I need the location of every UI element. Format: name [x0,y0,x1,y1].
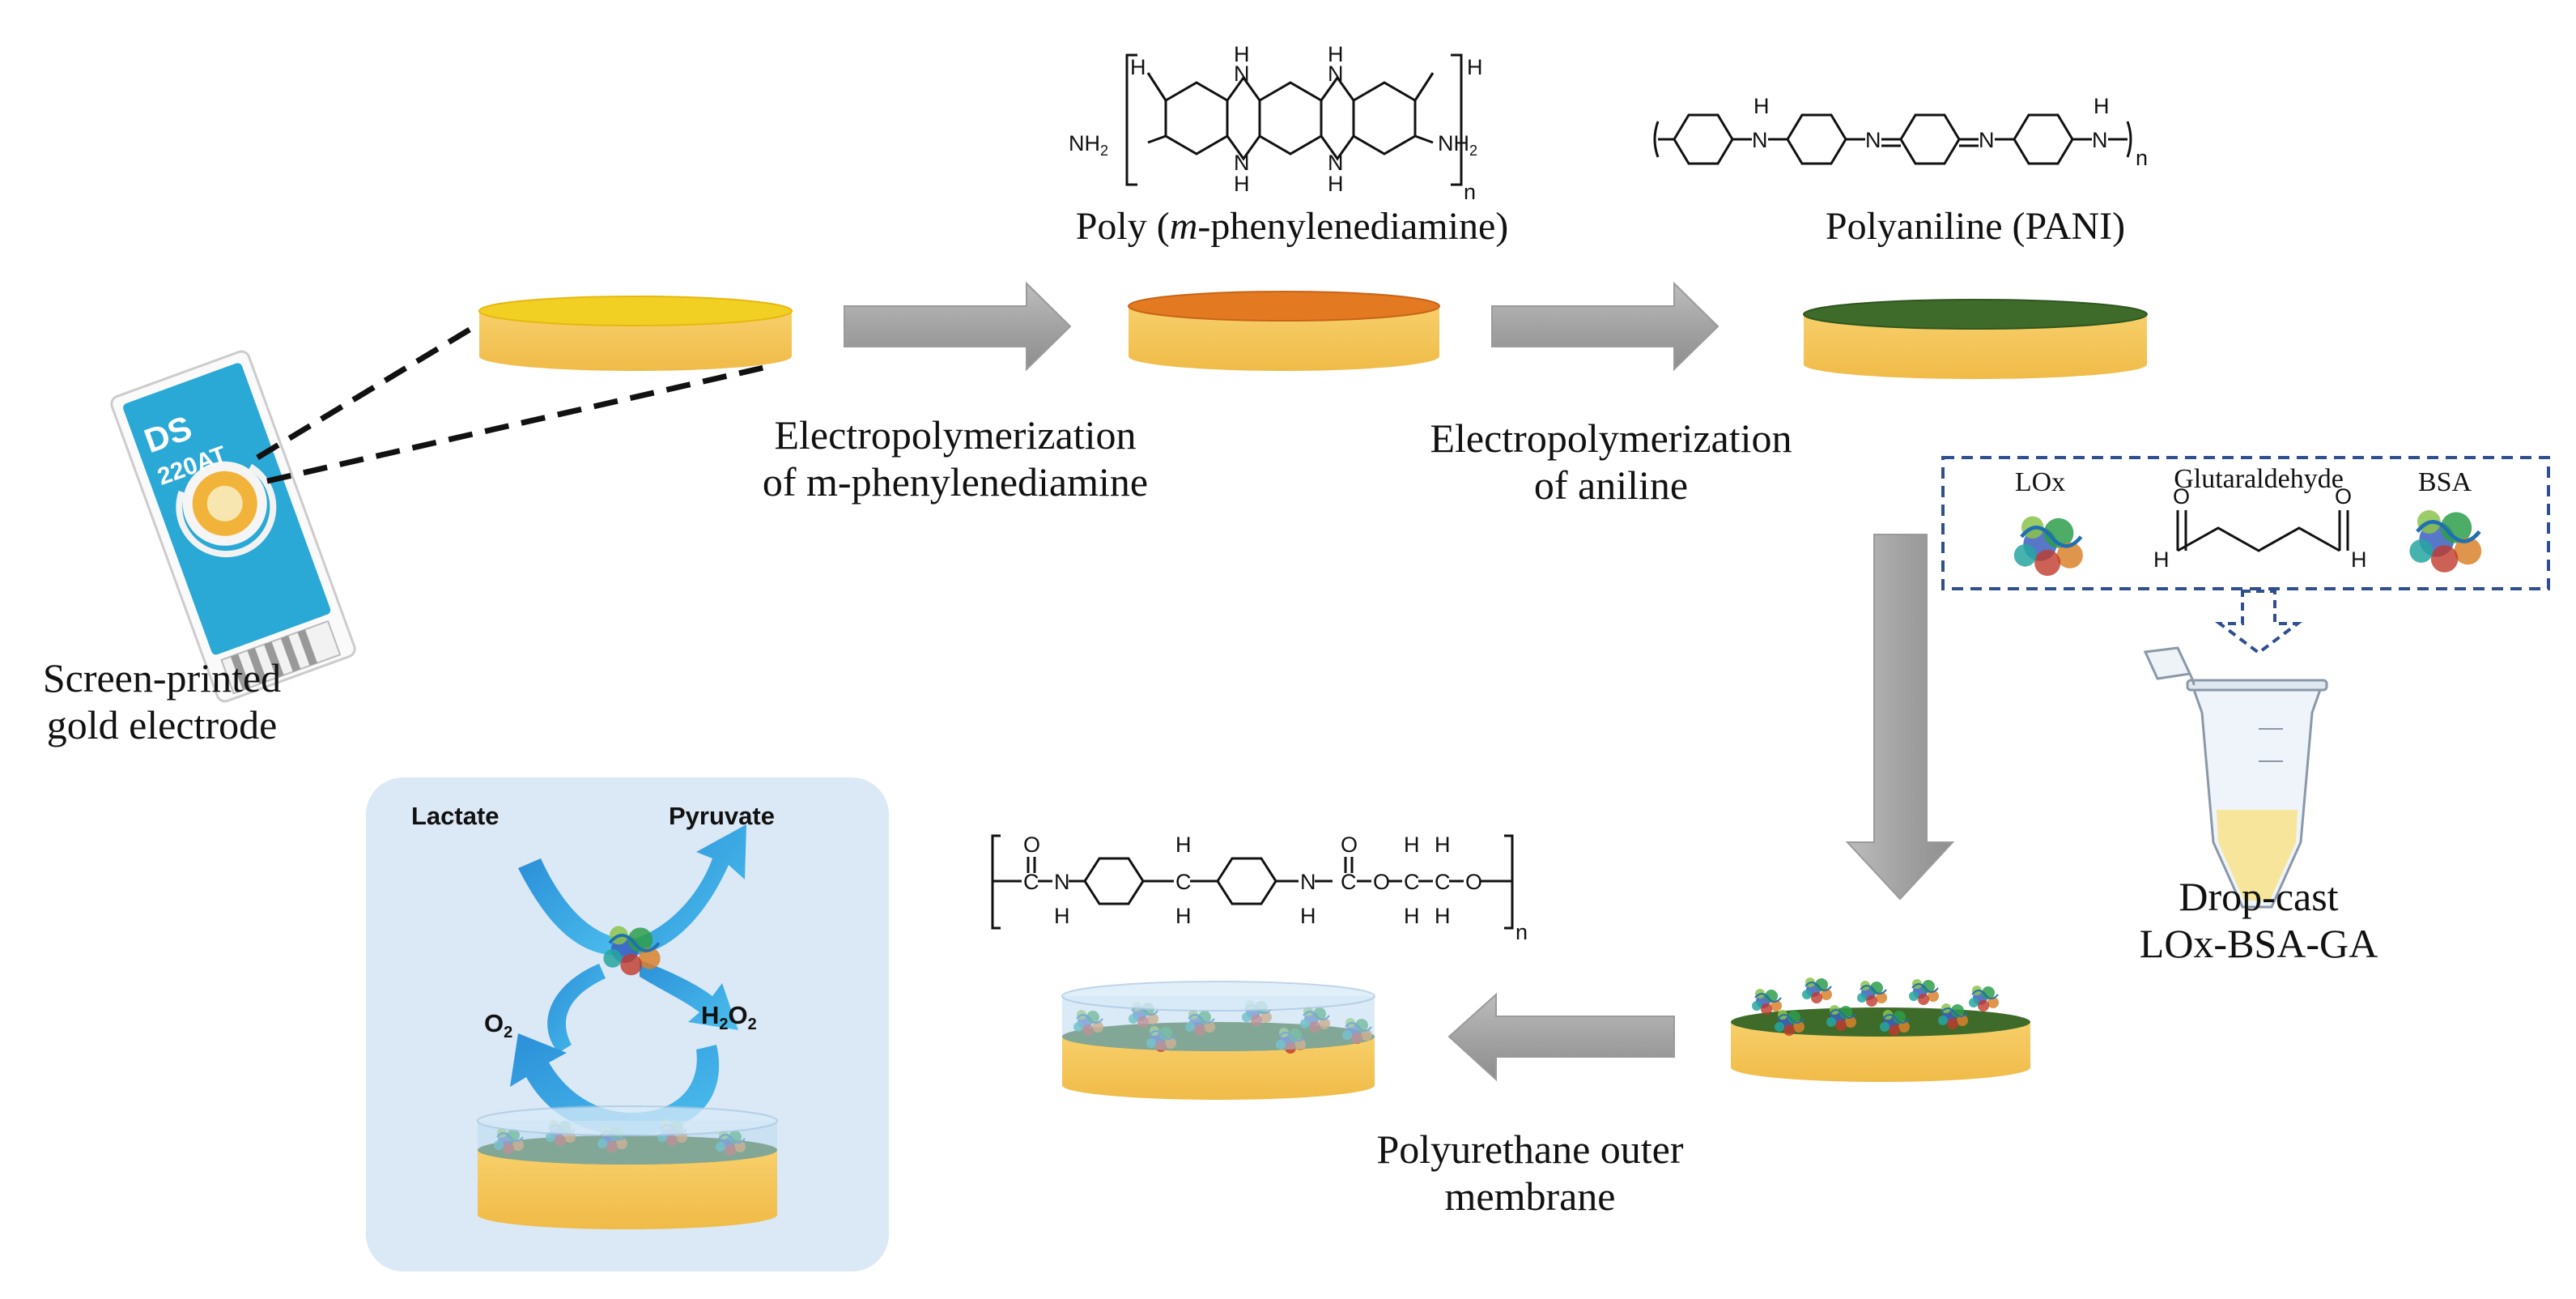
pani-nh-4-n: N [2092,128,2108,152]
label-h2o2: H2O2 [701,1001,757,1034]
pani-nh-4-h: H [2094,94,2110,118]
arrow-step-down [1845,534,1955,901]
label-polyurethane-membrane: Polyurethane outer membrane [1376,1127,1684,1219]
disk-pani [1803,299,2148,379]
pmpd-n-subscript: n [1464,180,1476,204]
pmpd-n1: H [1234,42,1250,66]
pmpd-n2: H [1328,42,1344,66]
pu-h-3: H [1404,833,1420,857]
pani-nh-1-h: H [1753,94,1770,118]
pani-nh-1-n: N [1752,128,1768,152]
pu-n-subscript: n [1515,920,1528,944]
glutaraldehyde-structure [2176,510,2349,552]
pmpd-n4h: H [1328,172,1344,196]
pani-n-3: N [1979,128,1995,152]
pani-n-subscript: n [2136,146,2148,170]
pmpd-n4: N [1328,151,1344,175]
pu-structure [991,834,1514,930]
arrow-step-left [1447,992,1675,1082]
pmpd-nh2-right: NH2 [1438,131,1477,159]
pmpd-h-right: H [1467,55,1483,79]
label-glutaraldehyde: Glutaraldehyde [2174,464,2344,494]
pu-c-2: C [1341,870,1357,894]
pu-c-1: C [1023,870,1039,894]
pu-o-1: O [1023,833,1040,857]
pu-h-5: H [1435,833,1451,857]
pu-h-2: H [1300,904,1316,928]
pu-h-4: H [1404,904,1420,928]
zoom-line-top [256,317,487,460]
disk-pmpd [1128,291,1440,371]
ga-h-right: H [2351,547,2367,572]
pu-n-1: N [1054,870,1070,894]
label-lactate: Lactate [411,802,499,830]
ga-o-left: O [2173,484,2190,509]
screen-printed-electrode: DS 220AT [110,350,356,703]
zoom-line-bottom [266,363,772,484]
pani-structure [1653,113,2132,165]
label-drop-cast: Drop-cast LOx-BSA-GA [2139,874,2378,966]
bsa-protein-icon [2409,510,2481,573]
pu-n-2: N [1300,870,1316,894]
label-poly-mpd: Poly (m-phenylenediamine) [1075,205,1509,248]
pu-h-ch2-bottom: H [1175,904,1192,928]
pmpd-h-left: H [1130,55,1146,79]
label-pani: Polyaniline (PANI) [1825,205,2126,248]
label-bsa: BSA [2417,467,2472,497]
label-electropolymerization-aniline: Electropolymerization of aniline [1430,415,1792,508]
pmpd-n1b: N [1234,62,1250,86]
label-electropolymerization-mpd: Electropolymerization of m-phenylenediam… [762,412,1149,505]
pani-n-2: N [1865,128,1881,152]
pu-c-3: C [1404,870,1420,894]
reagent-down-arrow [2215,590,2302,655]
disk-pu-membrane [1061,981,1375,1100]
label-o2: O2 [484,1009,513,1042]
reaction-electrode-disk [477,1105,778,1229]
disk-enzyme-layer [1731,977,2030,1082]
pu-o-3: O [1373,870,1390,894]
pmpd-n3h: H [1234,172,1250,196]
label-screen-printed-electrode: Screen-printed gold electrode [42,655,282,747]
pu-o-2: O [1341,833,1358,857]
pu-h-6: H [1435,904,1451,928]
arrow-step-2 [1491,281,1719,372]
pu-c-ch2: C [1175,870,1192,894]
lox-protein-icon [2014,517,2083,577]
label-lox: LOx [2014,467,2066,497]
eppendorf-tube [2143,646,2328,909]
ga-o-right: O [2335,484,2352,509]
pu-o-4: O [1465,870,1482,894]
disk-bare-gold [478,296,793,371]
label-pyruvate: Pyruvate [669,802,775,830]
reagent-box [1941,456,2550,590]
pu-h-ch2-top: H [1175,833,1192,857]
pmpd-structure [1125,53,1463,186]
arrow-step-1 [844,281,1072,372]
pu-h-1: H [1054,904,1070,928]
pmpd-nh2-left: NH2 [1069,131,1108,159]
pu-c-4: C [1435,870,1451,894]
pmpd-n3: N [1234,151,1250,175]
ga-h-left: H [2153,547,2170,572]
pmpd-n2b: N [1328,62,1344,86]
